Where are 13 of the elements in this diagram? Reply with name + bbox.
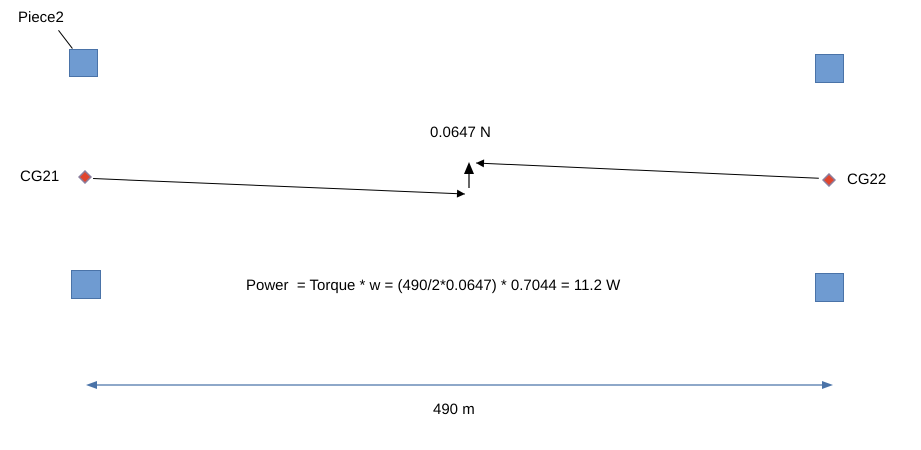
force-arrow [92, 178, 466, 198]
cg-label: CG22 [847, 171, 886, 189]
force-arrow [476, 159, 820, 179]
part-label: Piece2 [18, 6, 80, 30]
square-block [69, 49, 98, 77]
cg-label: CG21 [20, 168, 60, 186]
square-block [815, 273, 844, 302]
dimension-label: 490 m [433, 401, 475, 419]
square-block [815, 54, 844, 83]
leader-line [58, 30, 73, 50]
force-label: 0.0647 N [430, 124, 491, 142]
square-block [71, 270, 101, 299]
formula-text: Power = Torque * w = (490/2*0.0647) * 0.7044 = 11.2 W [246, 277, 620, 295]
